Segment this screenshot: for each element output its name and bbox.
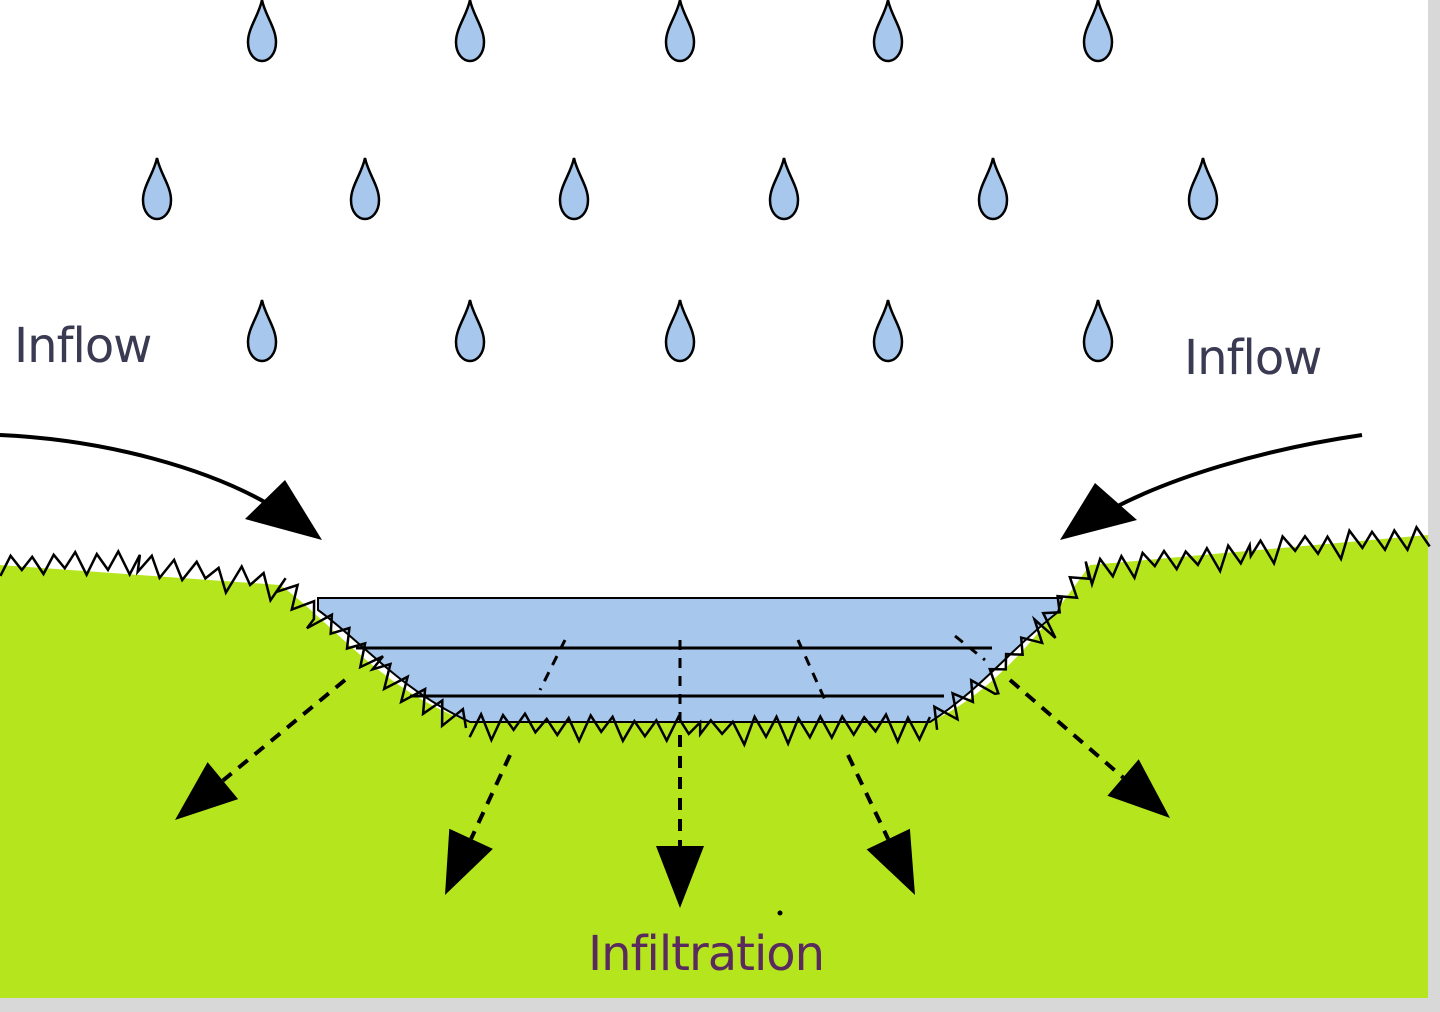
frame-shadow-bottom [0, 998, 1440, 1012]
raindrops [141, 0, 1219, 363]
grass-blades [0, 548, 468, 729]
raindrop-icon [872, 299, 904, 363]
raindrop-icon [977, 157, 1009, 221]
inflow-label-left: Inflow [14, 318, 152, 374]
raindrop-icon [246, 0, 278, 63]
infiltration-path [796, 639, 827, 701]
speck [777, 910, 783, 916]
infiltration-arrow-head [445, 828, 493, 895]
infiltration-arrow [469, 754, 512, 840]
raindrop-icon [768, 157, 800, 221]
raindrop-icon [1082, 0, 1114, 63]
raindrop-icon [558, 157, 590, 221]
raindrop-icon [454, 0, 486, 63]
infiltration-arrow [221, 678, 347, 783]
inflow-arrow-right-head [1060, 483, 1137, 540]
infiltration-arrow [1008, 678, 1125, 780]
infiltration-arrow [846, 754, 891, 840]
raindrop-icon [141, 157, 173, 221]
grass-blades [468, 711, 932, 748]
frame-shadow-right [1428, 0, 1440, 1012]
infiltration-arrow-head [866, 828, 915, 895]
raindrop-icon [664, 0, 696, 63]
infiltration-arrow-head [175, 762, 239, 820]
infiltration-label: Infiltration [588, 926, 825, 982]
raindrop-icon [349, 157, 381, 221]
infiltration-path [538, 639, 567, 691]
inflow-arrow-right [1109, 433, 1363, 512]
raindrop-icon [872, 0, 904, 63]
raindrop-icon [246, 299, 278, 363]
infiltration-arrow-head [656, 846, 704, 908]
inflow-arrow-left-head [245, 480, 322, 540]
raindrop-icon [1082, 299, 1114, 363]
raindrop-icon [1187, 157, 1219, 221]
infiltration-path [954, 634, 986, 662]
infiltration-arrow-head [1107, 759, 1170, 818]
grass-edge [0, 524, 1431, 748]
inflow-label-right: Inflow [1184, 330, 1322, 386]
raindrop-icon [454, 299, 486, 363]
ground [0, 535, 1428, 998]
grass-blades [932, 524, 1431, 730]
raindrop-icon [664, 299, 696, 363]
ponded-water [317, 597, 1064, 723]
inflow-arrow-left [0, 433, 272, 507]
infiltration-arrows [175, 634, 1170, 908]
